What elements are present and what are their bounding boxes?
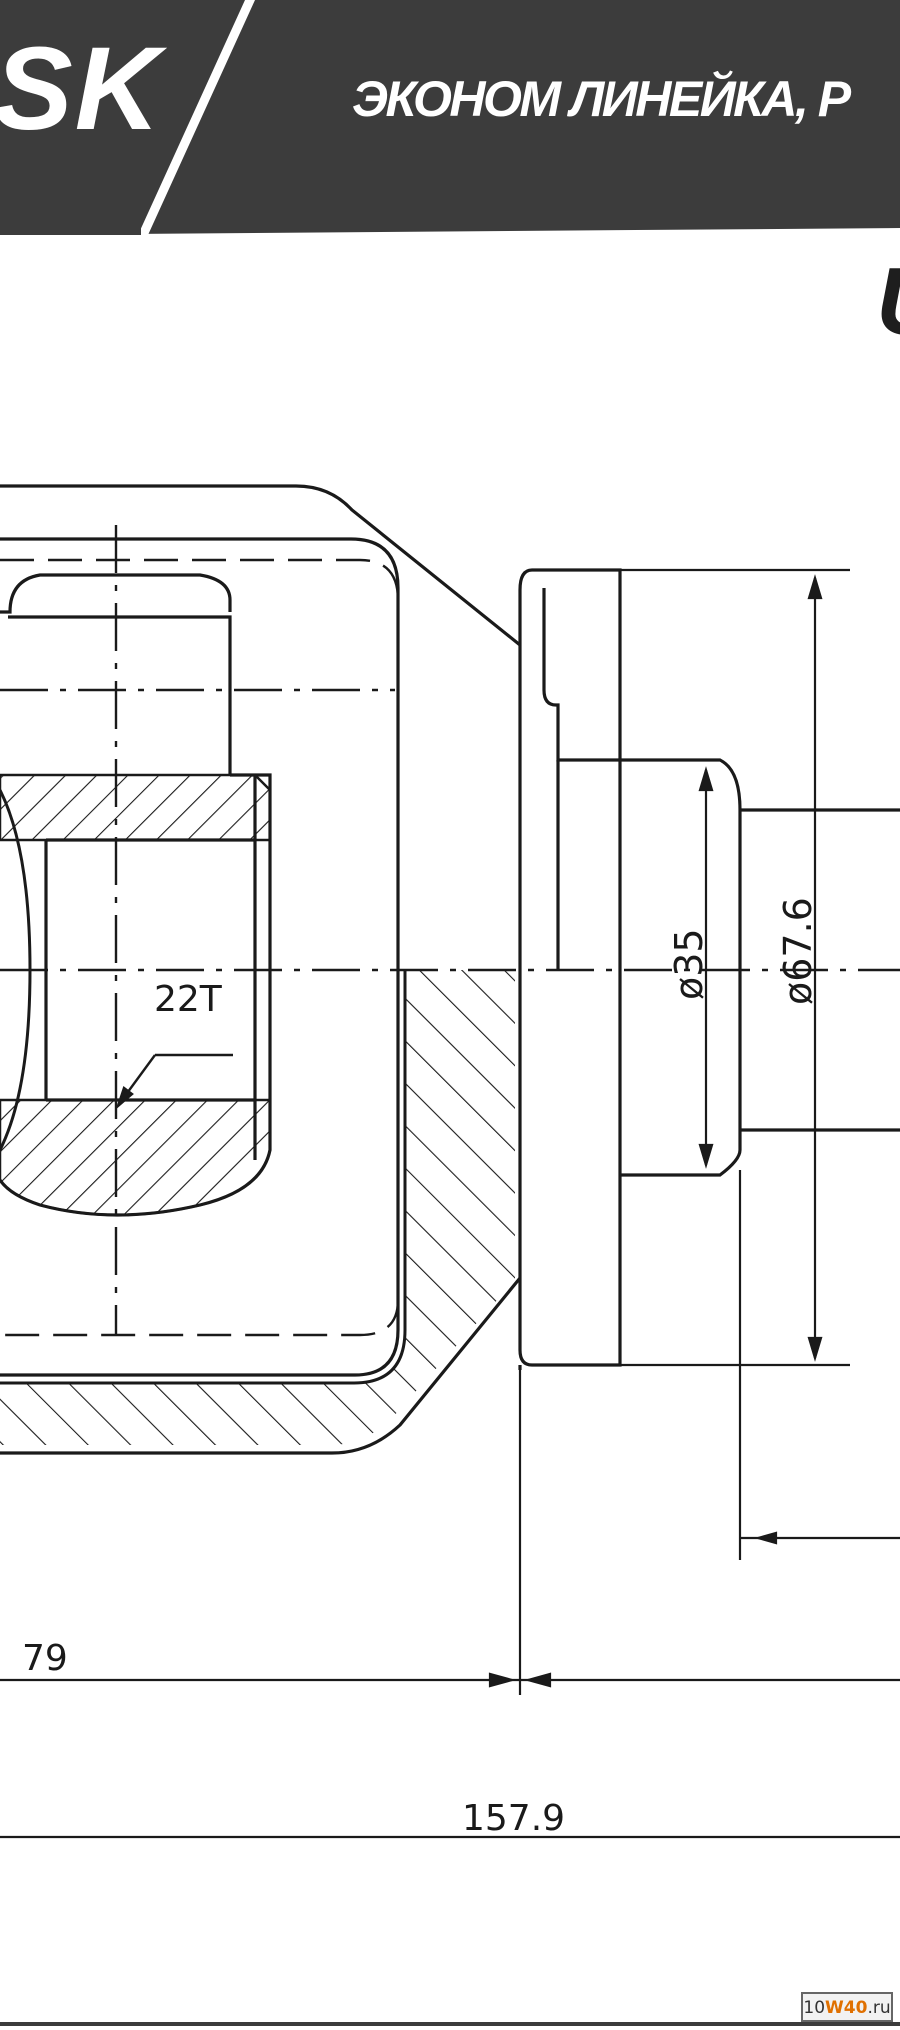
brand-logo: SK [0, 23, 162, 155]
watermark-badge: 10W40.ru [801, 1992, 893, 2022]
outer-diameter-label: ø67.6 [776, 897, 820, 1005]
inner-diameter-dimension [698, 766, 714, 1169]
inner-diameter-label: ø35 [667, 928, 711, 1000]
housing-section-lower [0, 970, 515, 1445]
center-lines [0, 525, 900, 1335]
spline-callout [115, 1053, 233, 1110]
length-79-label: 79 [22, 1638, 68, 1679]
watermark-suffix: .ru [867, 1998, 891, 2018]
product-line-title: ЭКОНОМ ЛИНЕЙКА, Р [352, 71, 851, 127]
outer-diameter-dimension [620, 568, 850, 1367]
watermark-highlight: W40 [825, 1998, 868, 2018]
length-79-dimension [0, 1672, 900, 1688]
corner-title-fragment: U [876, 254, 900, 350]
spline-count-label: 22T [154, 979, 223, 1020]
spline-section-lower [0, 1098, 272, 1217]
watermark-prefix: 10 [803, 1998, 826, 2018]
flange [518, 568, 900, 1370]
header-background [0, 0, 900, 235]
total-length-label: 157.9 [462, 1798, 565, 1839]
extension-lines [518, 1170, 900, 1695]
spline-section-upper [0, 773, 272, 842]
header-banner: SK ЭКОНОМ ЛИНЕЙКА, Р [0, 0, 900, 235]
